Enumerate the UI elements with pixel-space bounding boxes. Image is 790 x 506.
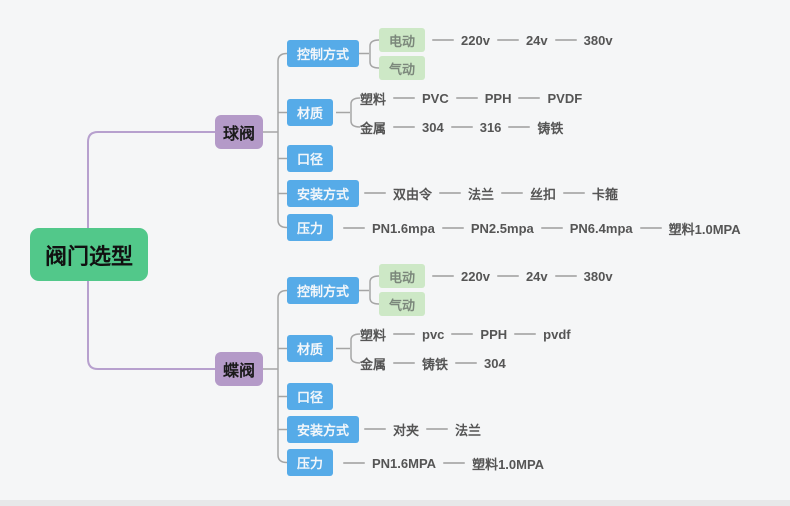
connector-dash [364,192,386,194]
bottom-edge-strip [0,500,790,506]
leaf-item[interactable]: 塑料1.0MPA [472,456,545,472]
node-ball-material[interactable]: 材质 [287,99,334,126]
connector-dash [426,428,449,430]
row-ball-installation: 双由令 法兰 丝扣 卡箍 [357,181,618,205]
node-butterfly-diameter[interactable]: 口径 [287,383,334,410]
row-butterfly-plastic: 塑料 pvc PPH pvdf [360,322,571,346]
connector-dash [496,275,519,277]
leaf-item[interactable]: 丝扣 [530,186,557,202]
connector-dash [364,428,386,430]
connector-ball-valve-bracket [263,39,380,229]
node-butterfly-pressure[interactable]: 压力 [287,449,334,476]
leaf-item[interactable]: PVDF [547,90,583,106]
node-ball-pneumatic[interactable]: 气动 [379,56,426,80]
leaf-item[interactable]: 塑料1.0MPA [668,221,741,237]
row-ball-plastic: 塑料 PVC PPH PVDF [360,86,582,110]
connector-dash [639,227,662,229]
row-ball-metal: 金属 304 316 铸铁 [360,115,563,139]
connector-dash [501,192,524,194]
leaf-item[interactable]: 双由令 [393,186,433,202]
row-butterfly-pressure: PN1.6MPA 塑料1.0MPA [336,451,544,475]
leaf-item[interactable]: 法兰 [468,186,495,202]
connector-dash [393,126,416,128]
leaf-item[interactable]: 380v [583,32,613,48]
connector-dash [518,97,541,99]
connector-dash [455,97,478,99]
connector-dash [540,227,563,229]
node-butterfly-valve[interactable]: 蝶阀 [215,352,263,386]
node-butterfly-material[interactable]: 材质 [287,335,334,362]
node-butterfly-installation[interactable]: 安装方式 [287,416,360,443]
row-butterfly-installation: 对夹 法兰 [357,417,481,441]
node-ball-plastic[interactable]: 塑料 [360,91,387,107]
connector-butterfly-valve-bracket [263,275,380,464]
leaf-item[interactable]: 24v [525,32,548,48]
connector-dash [455,362,478,364]
leaf-item[interactable]: pvc [422,326,445,342]
leaf-item[interactable]: 法兰 [455,422,482,438]
node-ball-pressure[interactable]: 压力 [287,214,334,241]
connector-dash [563,192,586,194]
connector-dash [443,462,466,464]
connector-dash [393,333,416,335]
row-ball-electric: 电动 220v 24v 380v [379,28,613,52]
node-butterfly-pneumatic[interactable]: 气动 [379,292,426,316]
root-node-valve-selection[interactable]: 阀门选型 [30,228,148,281]
connector-dash [508,126,531,128]
leaf-item[interactable]: PPH [480,326,508,342]
row-ball-pressure: PN1.6mpa PN2.5mpa PN6.4mpa 塑料1.0MPA [336,216,741,240]
leaf-item[interactable]: 卡箍 [592,186,619,202]
node-ball-installation[interactable]: 安装方式 [287,180,360,207]
connector-dash [554,39,577,41]
node-butterfly-plastic[interactable]: 塑料 [360,327,387,343]
connector-dash [393,362,416,364]
connector-dash [450,126,473,128]
connector-dash [393,97,416,99]
leaf-item[interactable]: 304 [422,119,444,135]
leaf-item[interactable]: PN2.5mpa [470,220,534,236]
connector-dash [343,462,365,464]
node-butterfly-metal[interactable]: 金属 [360,356,387,372]
connector-root-to-butterfly-valve [87,281,215,370]
leaf-item[interactable]: PPH [484,90,512,106]
node-ball-diameter[interactable]: 口径 [287,145,334,172]
connector-dash [451,333,474,335]
connector-dash [514,333,537,335]
leaf-item[interactable]: PN6.4mpa [569,220,633,236]
node-ball-electric[interactable]: 电动 [379,28,426,52]
connector-root-to-ball-valve [87,131,215,228]
leaf-item[interactable]: 铸铁 [422,356,449,372]
leaf-item[interactable]: 铸铁 [537,120,564,136]
leaf-item[interactable]: PVC [422,90,449,106]
leaf-item[interactable]: 24v [525,268,548,284]
leaf-item[interactable]: PN1.6MPA [372,455,437,471]
connector-dash [343,227,365,229]
connector-dash [432,275,455,277]
connector-dash [554,275,577,277]
leaf-item[interactable]: 对夹 [393,422,420,438]
row-butterfly-metal: 金属 铸铁 304 [360,351,506,375]
leaf-item[interactable]: 380v [583,268,613,284]
leaf-item[interactable]: 220v [461,268,490,284]
leaf-item[interactable]: PN1.6mpa [372,220,435,236]
connector-dash [439,192,462,194]
row-butterfly-electric: 电动 220v 24v 380v [379,264,613,288]
connector-dash [441,227,464,229]
leaf-item[interactable]: 220v [461,32,490,48]
node-ball-control-method[interactable]: 控制方式 [287,40,360,67]
node-ball-metal[interactable]: 金属 [360,120,387,136]
node-butterfly-control-method[interactable]: 控制方式 [287,277,360,304]
leaf-item[interactable]: 304 [484,355,506,371]
node-butterfly-electric[interactable]: 电动 [379,264,426,288]
leaf-item[interactable]: 316 [479,119,502,135]
connector-dash [432,39,455,41]
connector-dash [496,39,519,41]
node-ball-valve[interactable]: 球阀 [215,115,263,149]
leaf-item[interactable]: pvdf [543,326,571,342]
